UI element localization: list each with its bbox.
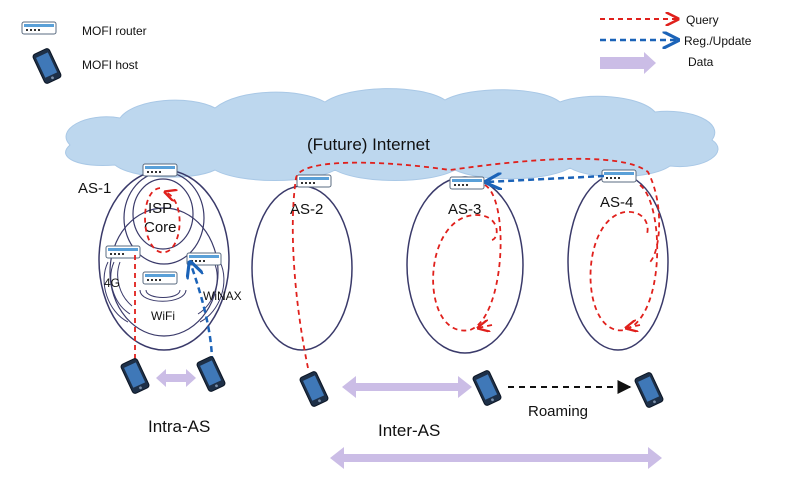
as4-query-loop <box>589 184 659 331</box>
legend: MOFI router MOFI host Query Reg./Update … <box>21 13 752 85</box>
roaming-label: Roaming <box>528 403 588 420</box>
legend-query-label: Query <box>686 13 719 27</box>
as3-router-icon <box>449 176 485 190</box>
as2-label: AS-2 <box>290 201 323 218</box>
data-arrows <box>156 369 662 469</box>
legend-host-label: MOFI host <box>82 58 139 72</box>
bottom-span-data-arrow <box>330 447 662 469</box>
as4-router-icon <box>601 169 637 183</box>
as1-core-router-icon <box>142 163 178 177</box>
as4-query-arrowhead <box>626 325 641 328</box>
as2-domain: AS-2 <box>251 174 353 351</box>
as1-wimax-label: WiNAX <box>203 289 242 303</box>
as3-host-icon <box>471 369 503 407</box>
inter-as-query-path <box>291 157 661 369</box>
as1-label: AS-1 <box>78 180 111 197</box>
as3-query-arrowhead <box>478 325 493 328</box>
as1-core-ring-inner <box>132 178 194 250</box>
inter-as-label: Inter-AS <box>378 421 440 440</box>
legend-data-arrow <box>600 52 656 74</box>
as1-query-loop <box>144 187 181 254</box>
cloud-label: (Future) Internet <box>307 135 430 154</box>
as1-host-left-icon <box>119 357 151 395</box>
as1-wimax-router-icon <box>186 252 222 266</box>
query-paths <box>134 157 661 369</box>
hosts <box>119 355 665 409</box>
as4-label: AS-4 <box>600 194 633 211</box>
as4-host-icon <box>633 371 665 409</box>
inter-as-data-arrow <box>342 376 472 398</box>
as1-reg-update-line <box>190 262 214 363</box>
intra-as-label: Intra-AS <box>148 417 210 436</box>
legend-data-label: Data <box>688 55 714 69</box>
legend-reg-label: Reg./Update <box>684 34 752 48</box>
intra-as-data-arrow <box>156 369 196 387</box>
internet-cloud: (Future) Internet <box>65 88 719 181</box>
as3-domain: AS-3 <box>406 176 524 354</box>
as1-host-right-icon <box>195 355 227 393</box>
as1-core-label: Core <box>144 219 177 236</box>
legend-router-label: MOFI router <box>82 24 147 38</box>
reg-update-paths <box>190 176 605 363</box>
as1-wifi-label: WiFi <box>151 309 175 323</box>
as2-router-icon <box>296 174 332 188</box>
as1-wimax-arc <box>199 261 225 323</box>
as3-label: AS-3 <box>448 201 481 218</box>
as1-wifi-arc <box>139 289 187 302</box>
as1-4g-label: 4G <box>104 276 120 290</box>
as1-wifi-router-icon <box>142 271 178 285</box>
as2-host-icon <box>298 370 330 408</box>
as1-access-ring <box>109 207 219 337</box>
as4-domain: AS-4 <box>567 169 669 351</box>
as1-isp-label: ISP <box>148 200 172 217</box>
as3-query-loop <box>432 184 502 332</box>
as1-4g-arc <box>103 261 129 323</box>
legend-router-icon <box>21 21 57 35</box>
legend-host-icon <box>31 47 63 85</box>
as1-domain: AS-1 ISP Core 4G WiFi WiNAX <box>78 163 242 351</box>
